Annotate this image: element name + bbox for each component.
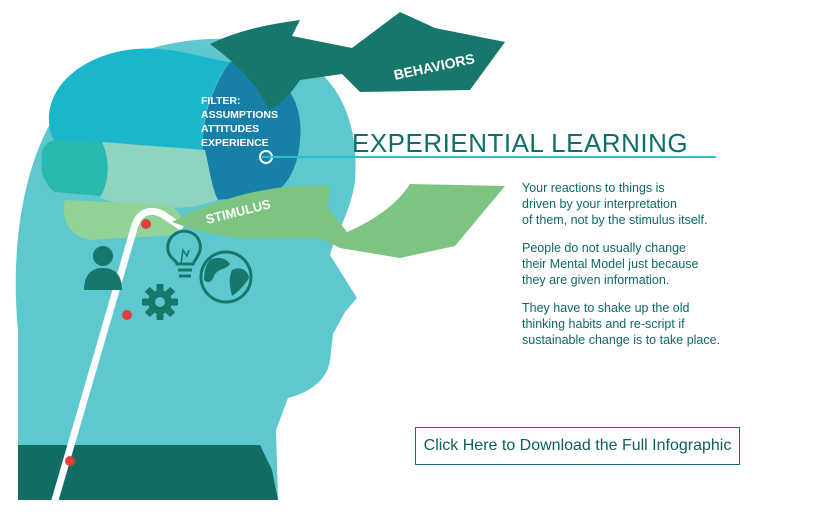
spinal-nerve [51, 207, 184, 504]
person-icon [84, 246, 122, 290]
nerve-dot-2 [122, 310, 132, 320]
download-infographic-label: Click Here to Download the Full Infograp… [423, 437, 732, 454]
lightbulb-icon [166, 229, 202, 278]
filter-label-2: ASSUMPTIONS [201, 109, 278, 121]
title-divider [262, 156, 716, 158]
globe-icon [199, 250, 253, 304]
gear-icon [142, 284, 178, 320]
brain-lower-lobe [63, 200, 182, 240]
brain-middle-lobe [100, 142, 218, 208]
paragraph-mental-model: People do not usually change their Menta… [522, 241, 699, 287]
paragraph-shake-up: They have to shake up the old thinking h… [522, 301, 721, 347]
brain-left-lobe [41, 140, 109, 196]
paragraph-reactions: Your reactions to things is driven by yo… [522, 181, 708, 227]
neck-band [18, 445, 278, 500]
stimulus-arrow [172, 184, 505, 258]
behaviors-arrow [210, 12, 505, 110]
nerve-dot-3 [65, 456, 75, 466]
page-title: EXPERIENTIAL LEARNING [352, 128, 689, 158]
filter-label-4: EXPERIENCE [201, 137, 269, 149]
filter-label-3: ATTITUDES [201, 123, 259, 135]
download-infographic-button[interactable]: Click Here to Download the Full Infograp… [415, 427, 740, 465]
brain-upper-lobe [48, 48, 230, 170]
filter-label-1: FILTER: [201, 95, 240, 107]
nerve-dot-1 [141, 219, 151, 229]
